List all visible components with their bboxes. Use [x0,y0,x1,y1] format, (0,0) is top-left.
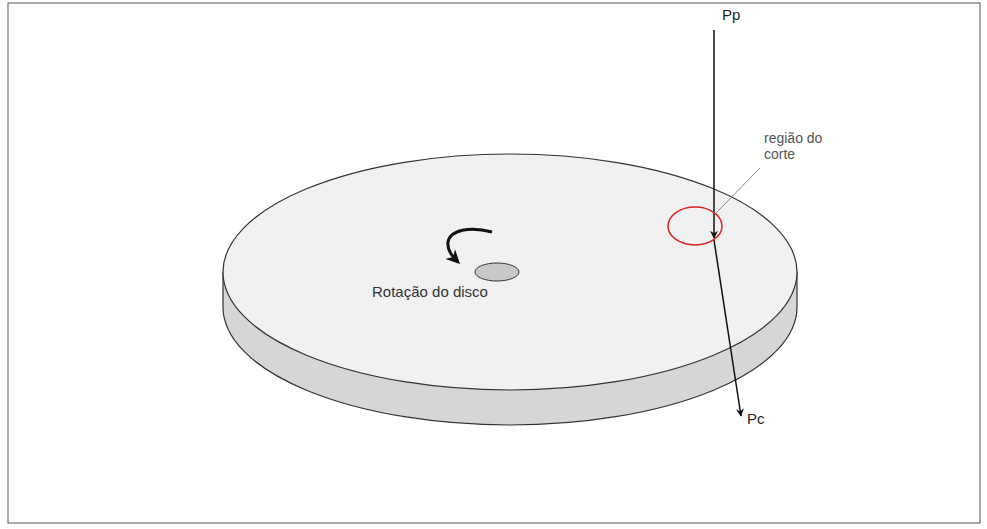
cut-region-circle [668,207,722,245]
force-label: Pc [747,410,765,427]
leader-line [716,168,760,213]
callout-label: região do corte [764,130,844,162]
force-label: Pp [722,6,740,23]
disc-hole [475,263,519,281]
disc-top [223,154,797,390]
frame [8,3,980,523]
force-arrow-pc [714,240,741,416]
force-arrow-pp [713,30,715,238]
rotation-label: Rotação do disco [372,283,488,300]
rotation-arrow [448,229,492,262]
